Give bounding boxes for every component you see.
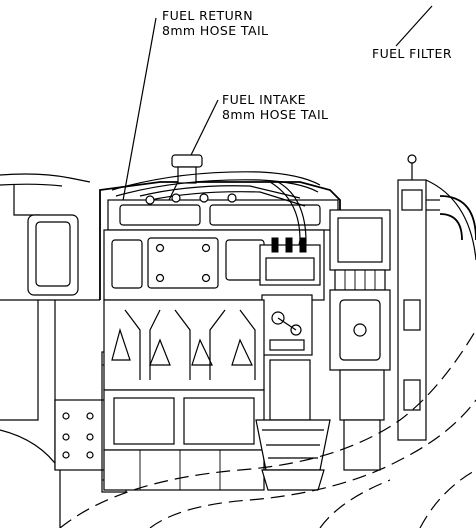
right-bracket — [397, 154, 440, 441]
label-fuel-return-line1: FUEL RETURN — [162, 8, 253, 23]
left-housing — [0, 173, 100, 528]
label-fuel-filter: FUEL FILTER — [372, 46, 452, 61]
right-cowl — [425, 179, 476, 261]
label-fuel-return: FUEL RETURN 8mm HOSE TAIL — [162, 8, 268, 38]
hull-outline — [59, 329, 476, 528]
oil-filter — [255, 359, 331, 491]
leader-fuel-filter — [395, 5, 433, 47]
label-fuel-intake: FUEL INTAKE 8mm HOSE TAIL — [222, 92, 328, 122]
label-fuel-intake-line2: 8mm HOSE TAIL — [222, 107, 329, 122]
label-fuel-intake-line1: FUEL INTAKE — [222, 92, 306, 107]
injection-pump — [259, 237, 321, 356]
crankcase — [103, 299, 265, 491]
label-fuel-filter-line1: FUEL FILTER — [372, 46, 452, 61]
label-fuel-return-line2: 8mm HOSE TAIL — [162, 23, 269, 38]
fuel-filter-assembly — [329, 209, 391, 471]
filler-cap — [171, 154, 203, 184]
